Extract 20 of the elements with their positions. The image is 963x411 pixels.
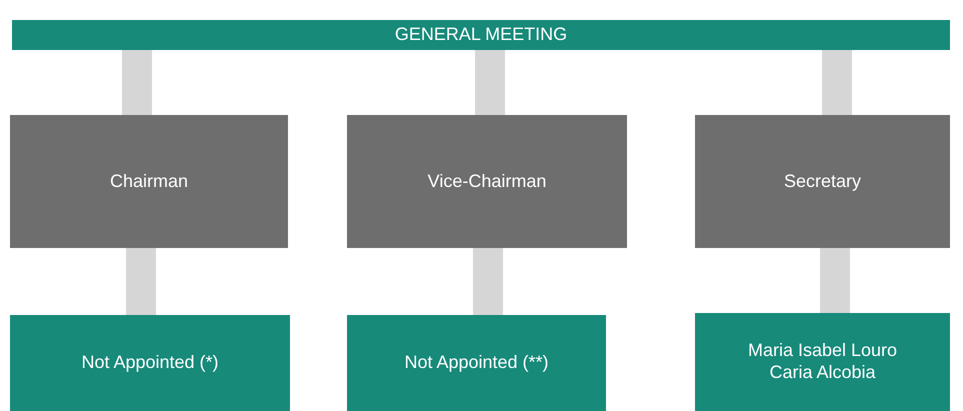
role-box xyxy=(695,115,950,248)
member-box xyxy=(347,315,606,411)
node-label: Chairman xyxy=(110,170,188,192)
node-label: Maria Isabel Louro Caria Alcobia xyxy=(746,340,898,384)
node-label: GENERAL MEETING xyxy=(394,24,568,46)
member-box xyxy=(10,315,290,411)
role-box xyxy=(10,115,288,248)
connector xyxy=(822,50,852,115)
connector xyxy=(473,248,503,315)
connector xyxy=(820,248,850,313)
connector xyxy=(122,50,152,115)
node-label: Not Appointed (**) xyxy=(404,352,549,374)
role-box xyxy=(347,115,627,248)
member-box xyxy=(695,313,950,411)
connector xyxy=(475,50,505,115)
node-label: Not Appointed (*) xyxy=(81,352,219,374)
node-label: Secretary xyxy=(784,170,862,192)
header-bar xyxy=(12,20,950,50)
connector xyxy=(126,248,156,315)
node-label: Vice-Chairman xyxy=(428,170,546,192)
